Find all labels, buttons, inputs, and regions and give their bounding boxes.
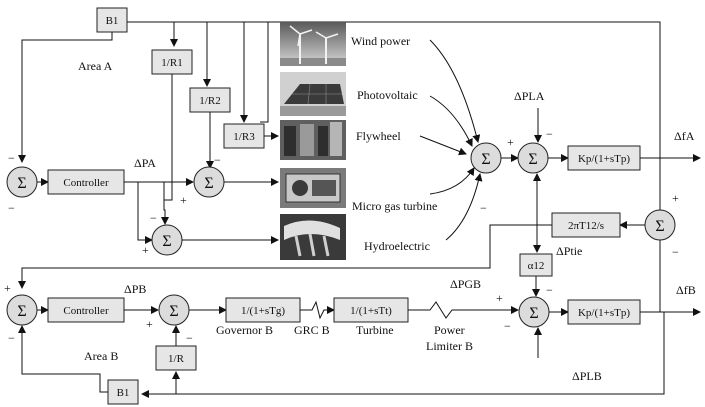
turbine-b-block: 1/(1+sTt): [333, 297, 409, 323]
micro-gas-turbine-label: Micro gas turbine: [352, 199, 437, 213]
hydroelectric-label: Hydroelectric: [364, 239, 430, 253]
svg-text:−: −: [8, 331, 15, 345]
dpb-label: ΔPB: [124, 282, 146, 296]
sum-a-main: Σ: [6, 166, 38, 198]
governor-b-caption: Governor B: [216, 323, 273, 337]
svg-text:Σ: Σ: [162, 233, 171, 250]
svg-text:Σ: Σ: [17, 175, 26, 192]
svg-text:Σ: Σ: [17, 303, 26, 320]
svg-text:+: +: [672, 191, 679, 205]
b1-top-block: B1: [96, 7, 128, 33]
r3-block: 1/R3: [223, 123, 265, 149]
r1-block: 1/R1: [151, 49, 193, 75]
r2-block: 1/R2: [189, 87, 231, 113]
limiter-caption-2: Limiter B: [426, 339, 473, 353]
svg-text:−: −: [214, 153, 221, 167]
plant-a-block: Kp/(1+sTp): [567, 145, 641, 171]
svg-text:1/(1+sTt): 1/(1+sTt): [350, 305, 392, 317]
dfb-label: ΔfB: [676, 283, 696, 297]
flywheel-label: Flywheel: [356, 129, 401, 143]
svg-text:1/(1+sTg): 1/(1+sTg): [241, 305, 285, 317]
sum-b-main: Σ: [6, 294, 38, 326]
sum-a-hydro: Σ: [151, 224, 183, 256]
svg-text:Σ: Σ: [655, 218, 664, 235]
sum-load-a: Σ: [517, 142, 549, 174]
svg-text:Controller: Controller: [63, 177, 109, 189]
controller-a-block: Controller: [47, 169, 125, 195]
limiter-caption-1: Power: [434, 323, 465, 337]
micro-gas-turbine-image: [280, 168, 346, 208]
svg-text:1/R: 1/R: [168, 353, 185, 365]
svg-text:−: −: [504, 319, 511, 333]
svg-text:1/R3: 1/R3: [233, 131, 255, 143]
svg-text:+: +: [496, 291, 503, 305]
b1-to-sum-a-wire: [18, 32, 113, 163]
svg-text:Kp/(1+sTp): Kp/(1+sTp): [578, 153, 630, 165]
dplb-label: ΔPLB: [572, 369, 602, 383]
svg-text:+: +: [507, 135, 514, 149]
controller-b-block: Controller: [47, 297, 125, 323]
svg-text:−: −: [672, 245, 679, 259]
sum-sources-a: Σ: [470, 142, 502, 174]
alpha-block: α12: [519, 253, 553, 277]
hydroelectric-image: [280, 214, 346, 260]
svg-text:−: −: [150, 211, 157, 225]
svg-text:−: −: [8, 151, 15, 165]
governor-b-block: 1/(1+sTg): [225, 297, 301, 323]
svg-text:α12: α12: [528, 260, 545, 272]
svg-text:−: −: [8, 201, 15, 215]
photovoltaic-image: [280, 72, 346, 116]
svg-text:1/R1: 1/R1: [161, 57, 182, 69]
svg-text:−: −: [186, 331, 193, 345]
b1-bottom-block: B1: [107, 379, 139, 405]
sum-a-gen: Σ: [193, 166, 225, 198]
b1-top-label: B1: [106, 15, 119, 27]
svg-text:Σ: Σ: [528, 151, 537, 168]
svg-text:+: +: [146, 317, 153, 331]
dpgb-label: ΔPGB: [450, 277, 481, 291]
svg-text:+: +: [142, 243, 149, 257]
svg-text:−: −: [546, 283, 553, 297]
svg-text:+: +: [4, 281, 11, 295]
svg-text:Σ: Σ: [481, 151, 490, 168]
svg-text:Σ: Σ: [529, 305, 538, 322]
sum-tie: Σ: [644, 209, 676, 241]
tie-block: 2πT12/s: [551, 212, 621, 238]
wind-power-image: [280, 22, 346, 66]
svg-text:+: +: [180, 193, 187, 207]
dpa-label: ΔPA: [134, 156, 156, 170]
svg-text:−: −: [546, 127, 553, 141]
flywheel-image: [280, 120, 346, 160]
svg-text:2πT12/s: 2πT12/s: [568, 220, 604, 232]
area-b-label: Area B: [84, 349, 118, 363]
svg-text:Σ: Σ: [169, 303, 178, 320]
svg-text:1/R2: 1/R2: [199, 95, 220, 107]
sum-b-gen: Σ: [158, 294, 190, 326]
svg-text:Controller: Controller: [63, 305, 109, 317]
photovoltaic-label: Photovoltaic: [357, 88, 418, 102]
turbine-caption: Turbine: [356, 323, 394, 337]
plant-b-block: Kp/(1+sTp): [567, 299, 641, 325]
area-a-label: Area A: [78, 59, 113, 73]
dptie-label: ΔPtie: [556, 244, 582, 258]
svg-text:Σ: Σ: [204, 175, 213, 192]
r-b-block: 1/R: [155, 345, 197, 371]
svg-text:B1: B1: [117, 387, 130, 399]
svg-text:Kp/(1+sTp): Kp/(1+sTp): [578, 307, 630, 319]
grc-b-caption: GRC B: [294, 323, 330, 337]
dpla-label: ΔPLA: [514, 89, 545, 103]
svg-text:−: −: [480, 201, 487, 215]
wind-power-label: Wind power: [351, 34, 410, 48]
dfa-label: ΔfA: [674, 129, 695, 143]
sum-load-b: Σ: [518, 296, 550, 328]
